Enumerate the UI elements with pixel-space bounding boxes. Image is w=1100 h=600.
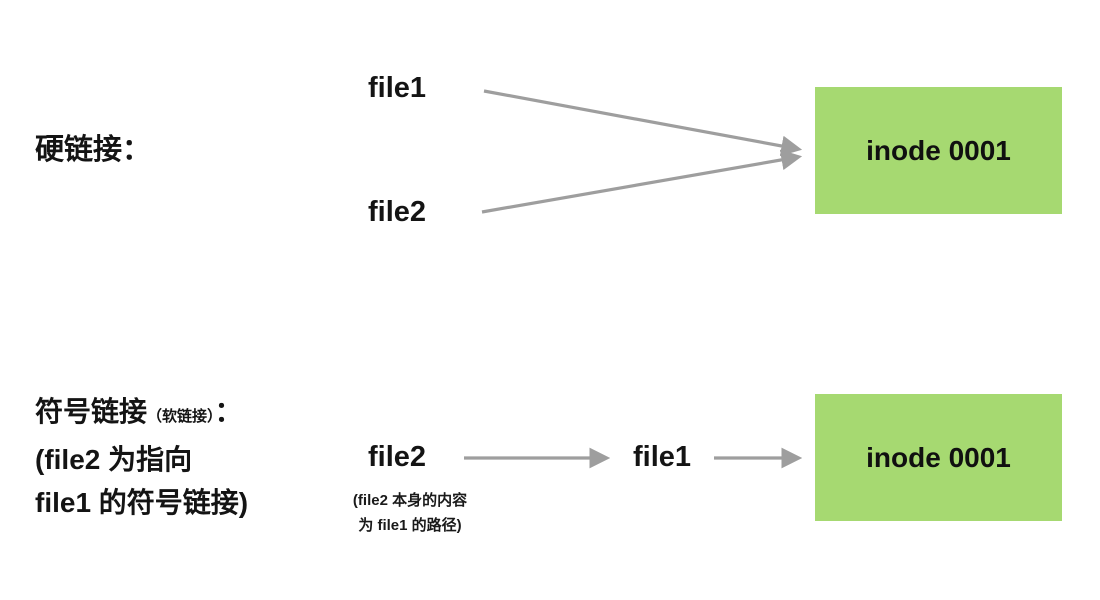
symlink-inode-label: inode 0001	[866, 441, 1011, 473]
hard-link-inode-label: inode 0001	[866, 134, 1011, 166]
symlink-file2-note: (file2 本身的内容 为 file1 的路径)	[315, 488, 505, 538]
symlink-desc-line1: (file2 为指向	[35, 444, 193, 475]
hard-link-inode-box: inode 0001	[815, 87, 1062, 214]
symlink-title: 符号链接	[35, 396, 148, 427]
arrow-file1-to-inode-hard	[483, 89, 803, 157]
symlink-file2-note-line1: (file2 本身的内容	[352, 492, 468, 509]
symlink-file2-note-line2: 为 file1 的路径)	[358, 517, 462, 534]
symlink-desc-line2: file1 的符号链接)	[35, 487, 249, 518]
symlink-inode-box: inode 0001	[815, 394, 1062, 521]
symlink-title-sub: （软链接）	[147, 408, 215, 425]
hard-link-section-label: 硬链接：	[35, 134, 152, 166]
symlink-section-label: 符号链接（软链接）： (file2 为指向 file1 的符号链接)	[35, 390, 248, 524]
symlink-file1-label: file1	[633, 441, 692, 473]
hard-link-file1-label: file1	[368, 72, 427, 104]
symlink-label-line1: 符号链接（软链接）：	[35, 390, 248, 438]
hard-link-file2-label: file2	[368, 196, 427, 228]
arrow-file2-to-inode-hard	[481, 149, 803, 214]
symlink-file2-label: file2	[368, 441, 427, 473]
symlink-title-colon: ：	[214, 396, 243, 427]
